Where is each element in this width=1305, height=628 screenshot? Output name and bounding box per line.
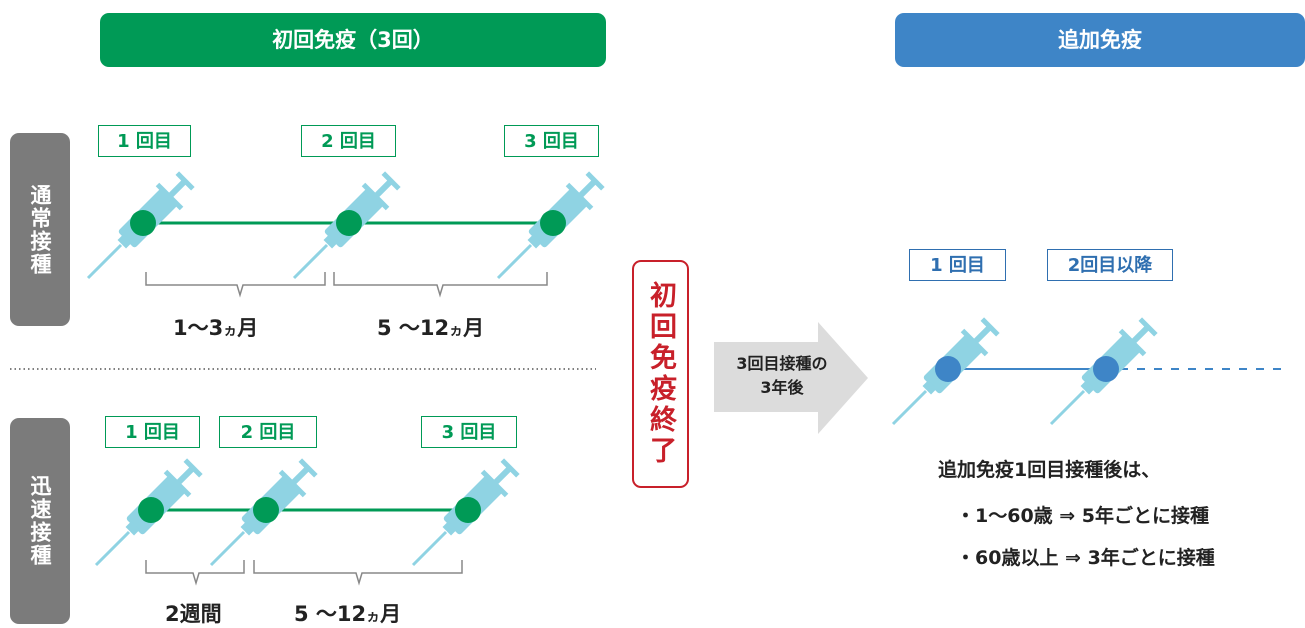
interval-brace bbox=[145, 272, 326, 298]
normal-dose-2-label: 2 回目 bbox=[301, 125, 396, 157]
rapid-schedule-label: 迅速接種 bbox=[10, 418, 70, 624]
dose-marker bbox=[540, 210, 566, 236]
normal-dose-1-label: 1 回目 bbox=[98, 125, 191, 157]
interval-brace bbox=[253, 560, 463, 586]
rapid-dose-3-label: 3 回目 bbox=[421, 416, 517, 448]
normal-dose-3-label: 3 回目 bbox=[504, 125, 599, 157]
rapid-interval-2: 5 ～12ヵ月 bbox=[294, 602, 402, 626]
transition-line-1: 3回目接種の bbox=[736, 354, 828, 373]
booster-note-item: ・60歳以上 ⇒ 3年ごとに接種 bbox=[956, 547, 1215, 569]
booster-dose-marker bbox=[1093, 356, 1119, 382]
dose-marker bbox=[336, 210, 362, 236]
booster-dose-1-label: 1 回目 bbox=[909, 249, 1006, 281]
rapid-interval-1: 2週間 bbox=[165, 602, 222, 626]
rapid-dose-1-label: 1 回目 bbox=[105, 416, 200, 448]
normal-schedule-label: 通常接種 bbox=[10, 133, 70, 326]
dose-marker bbox=[455, 497, 481, 523]
normal-interval-2: 5 ～12ヵ月 bbox=[377, 316, 485, 340]
interval-brace bbox=[333, 272, 548, 298]
booster-vaccination-header: 追加免疫 bbox=[895, 13, 1305, 67]
rapid-dose-2-label: 2 回目 bbox=[219, 416, 317, 448]
primary-vaccination-header: 初回免疫（3回） bbox=[100, 13, 606, 67]
booster-dose-marker bbox=[935, 356, 961, 382]
transition-line-2: 3年後 bbox=[760, 378, 804, 397]
dose-marker bbox=[130, 210, 156, 236]
primary-end-label: 初回免疫終了 bbox=[632, 260, 689, 488]
normal-interval-1: 1～3ヵ月 bbox=[173, 316, 259, 340]
booster-note-title: 追加免疫1回目接種後は、 bbox=[938, 459, 1161, 481]
right-arrow-icon bbox=[714, 322, 868, 434]
interval-brace bbox=[145, 560, 245, 586]
booster-note-item: ・1～60歳 ⇒ 5年ごとに接種 bbox=[956, 505, 1210, 527]
booster-dose-2-label: 2回目以降 bbox=[1047, 249, 1173, 281]
transition-label: 3回目接種の 3年後 bbox=[714, 352, 850, 400]
dose-marker bbox=[253, 497, 279, 523]
dose-marker bbox=[138, 497, 164, 523]
